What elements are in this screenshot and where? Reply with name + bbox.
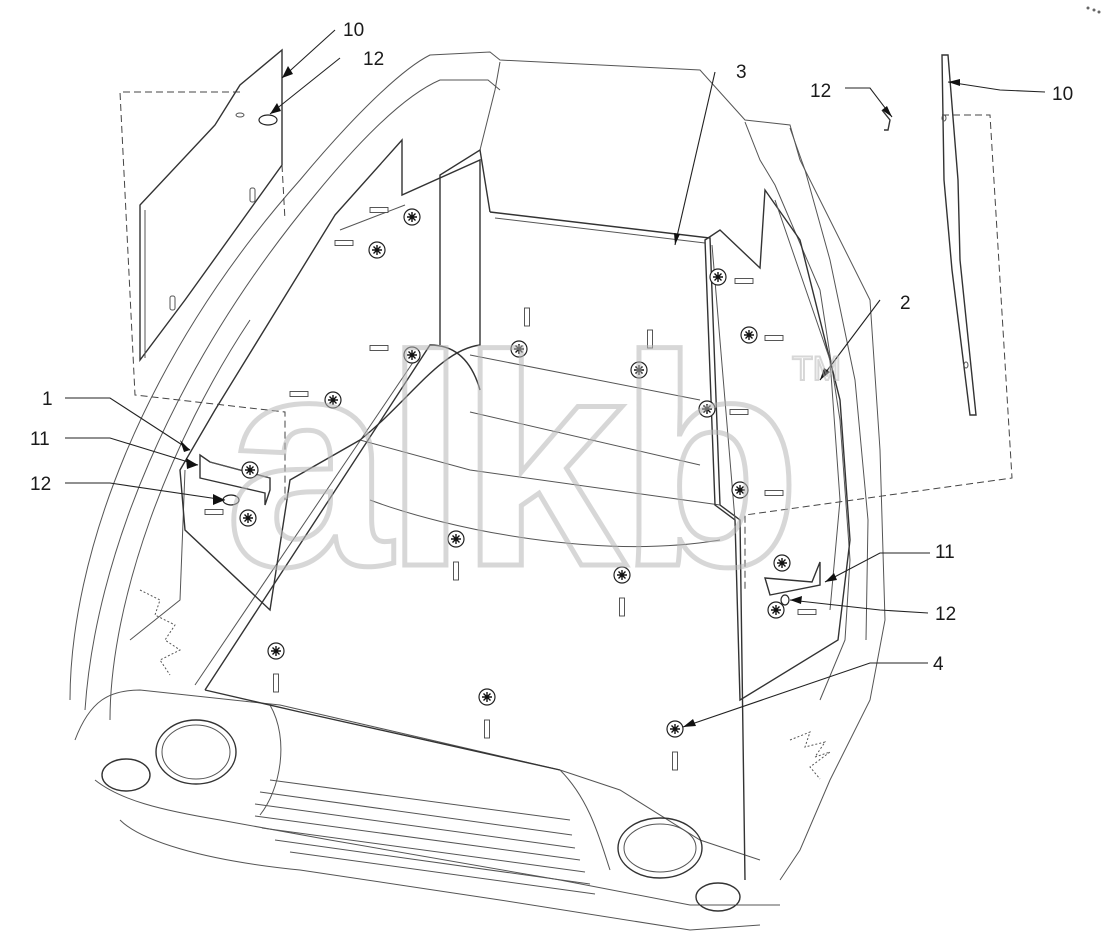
watermark-text: alkb [225, 293, 793, 629]
right-insulation-panel [941, 54, 977, 416]
callout-4: 4 [933, 654, 944, 675]
watermark-trademark: TM [792, 350, 841, 388]
grille [254, 779, 596, 895]
callout-11-left: 11 [30, 429, 50, 450]
callout-1: 1 [42, 389, 53, 410]
callout-10-left: 10 [343, 20, 364, 41]
callout-12-right: 12 [935, 604, 956, 625]
corner-mark-icon [1086, 6, 1101, 14]
projection-lines [119, 91, 1013, 590]
callout-3: 3 [736, 62, 747, 83]
leader-lines [65, 29, 1046, 728]
callout-2: 2 [900, 293, 911, 314]
left-insulation-panel [139, 48, 283, 363]
callout-12-top-left: 12 [363, 49, 384, 70]
floor-panel [194, 148, 746, 881]
callout-11-right: 11 [935, 542, 955, 563]
cab-body-outline [69, 51, 886, 931]
callout-10-right: 10 [1052, 84, 1073, 105]
watermark: alkb TM [223, 291, 843, 632]
fasteners [204, 109, 891, 771]
right-wall-panel [704, 187, 851, 702]
callout-labels: 1 11 12 10 12 3 12 10 2 11 12 4 [30, 20, 1073, 675]
right-bracket [764, 561, 821, 596]
callout-12-left: 12 [30, 474, 51, 495]
left-bracket [199, 453, 271, 506]
left-wall-panel [179, 138, 481, 612]
callout-12-top-right: 12 [810, 81, 831, 102]
